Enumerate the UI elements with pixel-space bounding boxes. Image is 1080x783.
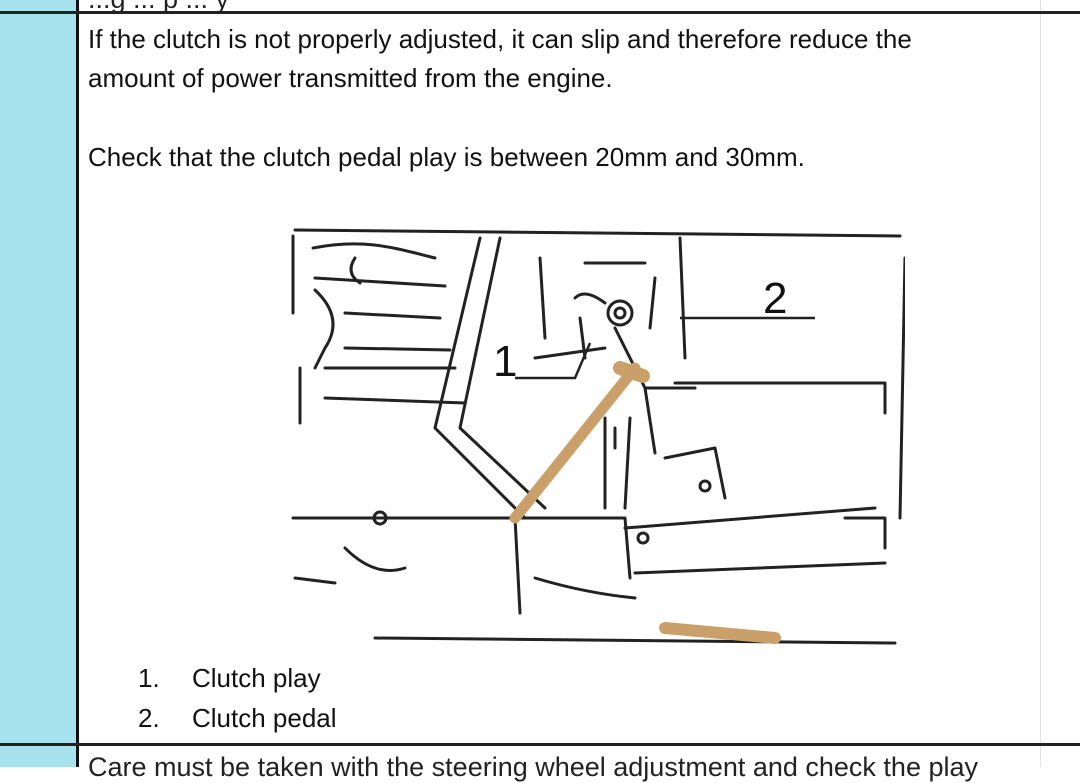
figure-legend: 1. Clutch play 2. Clutch pedal	[138, 658, 337, 738]
list-number: 1.	[138, 663, 160, 693]
list-label: Clutch play	[192, 663, 321, 693]
clutch-diagram-illustration: 1 2	[291, 228, 907, 645]
check-instruction: Check that the clutch pedal play is betw…	[88, 142, 805, 172]
previous-row-text: ...g ... p ... y	[88, 0, 229, 15]
list-label: Clutch pedal	[192, 703, 337, 733]
instruction-paragraph: If the clutch is not properly adjusted, …	[88, 20, 912, 98]
clutch-diagram: 1 2	[285, 218, 907, 654]
column-divider	[76, 0, 79, 767]
row-divider-top	[0, 11, 1080, 14]
callout-1: 1	[493, 337, 517, 386]
callout-2: 2	[763, 274, 787, 323]
list-item: 2. Clutch pedal	[138, 698, 337, 738]
clutch-pedal-highlight	[509, 361, 781, 644]
right-border	[1040, 0, 1041, 767]
instruction-line-1: If the clutch is not properly adjusted, …	[88, 24, 912, 54]
row-divider-bottom	[0, 743, 1080, 746]
list-item: 1. Clutch play	[138, 658, 337, 698]
instruction-line-2: amount of power transmitted from the eng…	[88, 63, 613, 93]
left-margin-column	[0, 0, 78, 767]
next-row-text: Care must be taken with the steering whe…	[88, 752, 978, 782]
list-number: 2.	[138, 703, 160, 733]
